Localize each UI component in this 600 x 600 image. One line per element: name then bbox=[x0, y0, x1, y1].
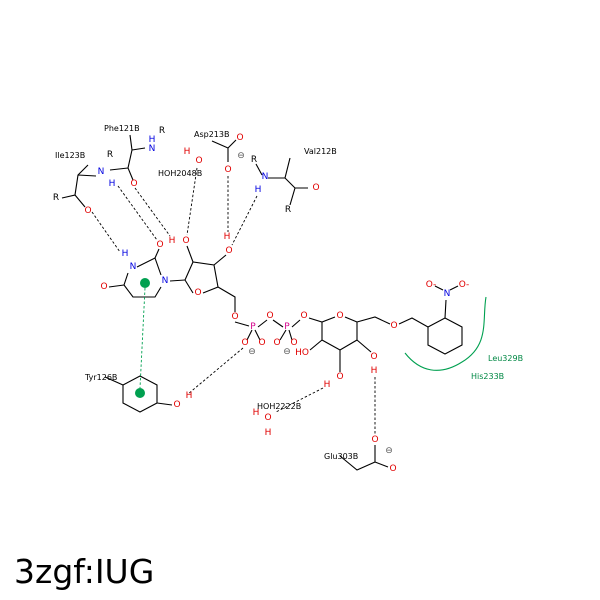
residue-label-glu303b: Glu303B bbox=[324, 452, 358, 461]
atom-h: H bbox=[149, 135, 156, 145]
atom-h: H bbox=[371, 366, 378, 376]
atom-r: R bbox=[107, 150, 113, 160]
residue-label-his233b: His233B bbox=[471, 372, 504, 381]
atom-o: O bbox=[236, 133, 243, 143]
atom-o: O bbox=[336, 311, 343, 321]
atom-n: N bbox=[444, 289, 451, 299]
atom-h: H bbox=[184, 147, 191, 157]
atom-o-minus: O- bbox=[459, 280, 470, 290]
atom-o: O bbox=[241, 338, 248, 348]
hbond bbox=[91, 211, 121, 253]
atom-o: O bbox=[290, 338, 297, 348]
atom-h: H bbox=[109, 179, 116, 189]
water-label-hoh2048b: HOH2048B bbox=[158, 169, 202, 178]
atom-o: O bbox=[273, 338, 280, 348]
hbond bbox=[117, 185, 158, 241]
atom-p: P bbox=[250, 322, 256, 332]
atom-h: H bbox=[224, 232, 231, 242]
diagram-title: 3zgf:IUG bbox=[14, 552, 155, 591]
hbond bbox=[186, 167, 198, 236]
atom-h: H bbox=[122, 249, 129, 259]
residue-label-val212b: Val212B bbox=[304, 147, 337, 156]
atom-r: R bbox=[285, 205, 291, 215]
atom-o: O bbox=[156, 240, 163, 250]
nitrobenzene-ring bbox=[427, 317, 463, 355]
atom-o: O bbox=[300, 311, 307, 321]
atom-n: N bbox=[149, 144, 156, 154]
atom-o: O bbox=[100, 282, 107, 292]
hbond bbox=[187, 347, 244, 395]
atom-o: O bbox=[390, 321, 397, 331]
tyrosine-ring-center bbox=[135, 388, 145, 398]
atom-o: O bbox=[336, 372, 343, 382]
water-label-hoh2222b: HOH2222B bbox=[257, 402, 301, 411]
atom-o: O bbox=[312, 183, 319, 193]
atom-h: H bbox=[255, 185, 262, 195]
atom-h: H bbox=[265, 428, 272, 438]
atom-o: O bbox=[173, 400, 180, 410]
residue-label-phe121b: Phe121B bbox=[104, 124, 140, 133]
atom-o: O bbox=[389, 464, 396, 474]
atom-o: O bbox=[224, 165, 231, 175]
atom-n: N bbox=[262, 172, 269, 182]
atom-o: O bbox=[370, 352, 377, 362]
atom-h: H bbox=[324, 380, 331, 390]
negative-charge: ⊖ bbox=[237, 151, 245, 161]
atom-o: O bbox=[371, 435, 378, 445]
hydrophobic-contact-arc bbox=[404, 296, 487, 371]
residue-label-asp213b: Asp213B bbox=[194, 130, 229, 139]
residue-label-leu329b: Leu329B bbox=[488, 354, 523, 363]
atom-h: H bbox=[253, 408, 260, 418]
atom-o: O bbox=[130, 179, 137, 189]
atom-o: O bbox=[258, 338, 265, 348]
aromatic-ring-center bbox=[140, 278, 150, 288]
atom-p: P bbox=[284, 322, 290, 332]
atom-o: O bbox=[266, 311, 273, 321]
negative-charge: ⊖ bbox=[385, 446, 393, 456]
atom-o: O bbox=[194, 288, 201, 298]
atom-ho: HO bbox=[295, 348, 309, 358]
atom-h: H bbox=[186, 391, 193, 401]
pi-stacking bbox=[139, 287, 146, 389]
negative-charge: ⊖ bbox=[248, 347, 256, 357]
hbond bbox=[134, 187, 171, 237]
uracil-ring bbox=[108, 248, 186, 298]
atom-o: O bbox=[182, 236, 189, 246]
atom-n: N bbox=[162, 276, 169, 286]
residue-label-tyr126b: Tyr126B bbox=[84, 373, 117, 382]
atom-n: N bbox=[130, 262, 137, 272]
ribose-ring bbox=[184, 245, 236, 312]
atom-r: R bbox=[251, 155, 257, 165]
atom-o: O bbox=[84, 206, 91, 216]
atom-o: O bbox=[231, 312, 238, 322]
atom-o: O bbox=[264, 413, 271, 423]
atom-n: N bbox=[98, 167, 105, 177]
residue-label-ile123b: Ile123B bbox=[55, 151, 85, 160]
atom-o: O bbox=[225, 246, 232, 256]
atom-h: H bbox=[169, 236, 176, 246]
atom-r: R bbox=[159, 126, 165, 136]
hbond bbox=[231, 195, 258, 246]
atom-o: O bbox=[195, 156, 202, 166]
negative-charge: ⊖ bbox=[283, 347, 291, 357]
atom-o-minus: O- bbox=[426, 280, 437, 290]
atom-r: R bbox=[53, 193, 59, 203]
